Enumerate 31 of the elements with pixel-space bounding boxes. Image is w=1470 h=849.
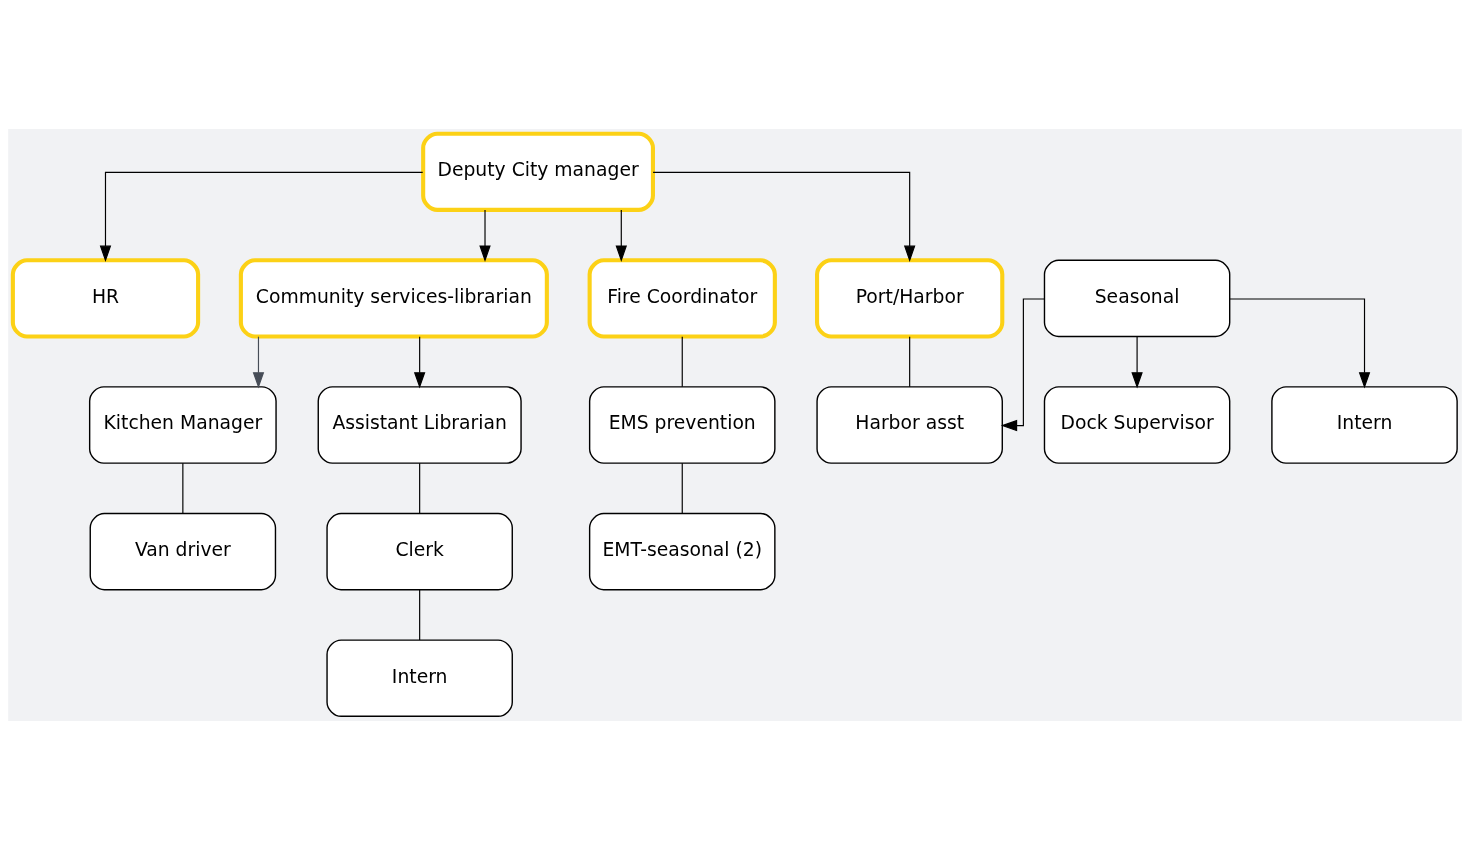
node-box: Community services-librarian: [238, 257, 549, 339]
node-box: Fire Coordinator: [587, 257, 777, 339]
node-box: Kitchen Manager: [88, 385, 277, 464]
arrow: [615, 209, 628, 262]
connector: [419, 588, 421, 641]
connector: [681, 462, 683, 514]
arrow: [1131, 335, 1143, 389]
node-box: Seasonal: [1043, 259, 1231, 337]
node-box: Intern: [326, 638, 513, 717]
connector: [182, 462, 184, 514]
arrow: [1000, 297, 1045, 431]
node-box: Deputy City manager: [421, 131, 655, 212]
connector: [681, 335, 683, 387]
node-box: Dock Supervisor: [1043, 385, 1231, 464]
node-box: HR: [10, 257, 201, 339]
node-box: EMS prevention: [588, 385, 776, 464]
arrow: [1229, 297, 1371, 389]
node-box: Intern: [1271, 385, 1458, 464]
arrow: [252, 335, 265, 389]
arrow: [652, 171, 916, 262]
node-box: Clerk: [326, 512, 513, 590]
node-box: EMT-seasonal (2): [588, 512, 776, 590]
node-box: Port/Harbor: [815, 257, 1005, 339]
arrow: [413, 335, 426, 389]
connector: [909, 335, 911, 387]
arrow: [99, 171, 424, 262]
connector: [419, 462, 421, 514]
node-box: Van driver: [89, 512, 277, 590]
node-box: Harbor asst: [816, 385, 1003, 464]
arrow: [479, 209, 491, 262]
node-box: Assistant Librarian: [317, 385, 522, 464]
